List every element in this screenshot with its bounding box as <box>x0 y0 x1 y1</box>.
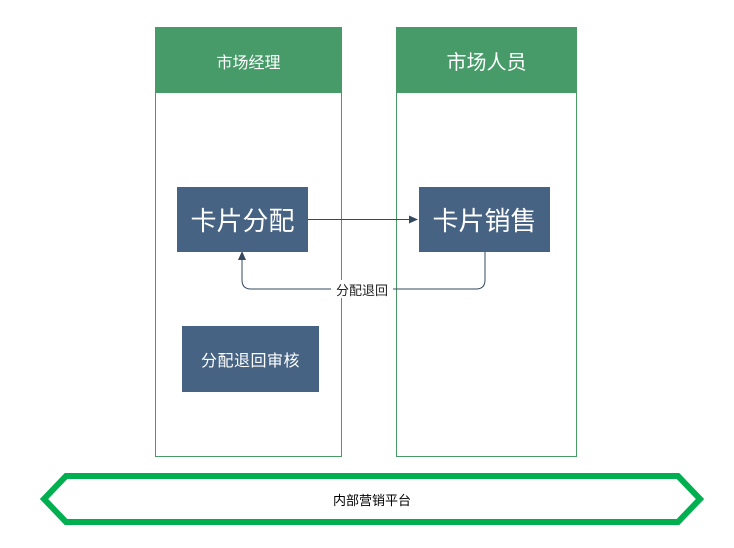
lane-header-market-manager: 市场经理 <box>156 28 341 93</box>
platform-label: 内部营销平台 <box>332 493 411 509</box>
node-card-allocate: 卡片分配 <box>177 187 308 252</box>
edge-label-allocation-return: 分配退回 <box>331 280 393 299</box>
node-allocation-return-review: 分配退回审核 <box>182 326 319 392</box>
node-card-sales: 卡片销售 <box>419 187 550 252</box>
lane-header-market-staff: 市场人员 <box>397 28 576 93</box>
